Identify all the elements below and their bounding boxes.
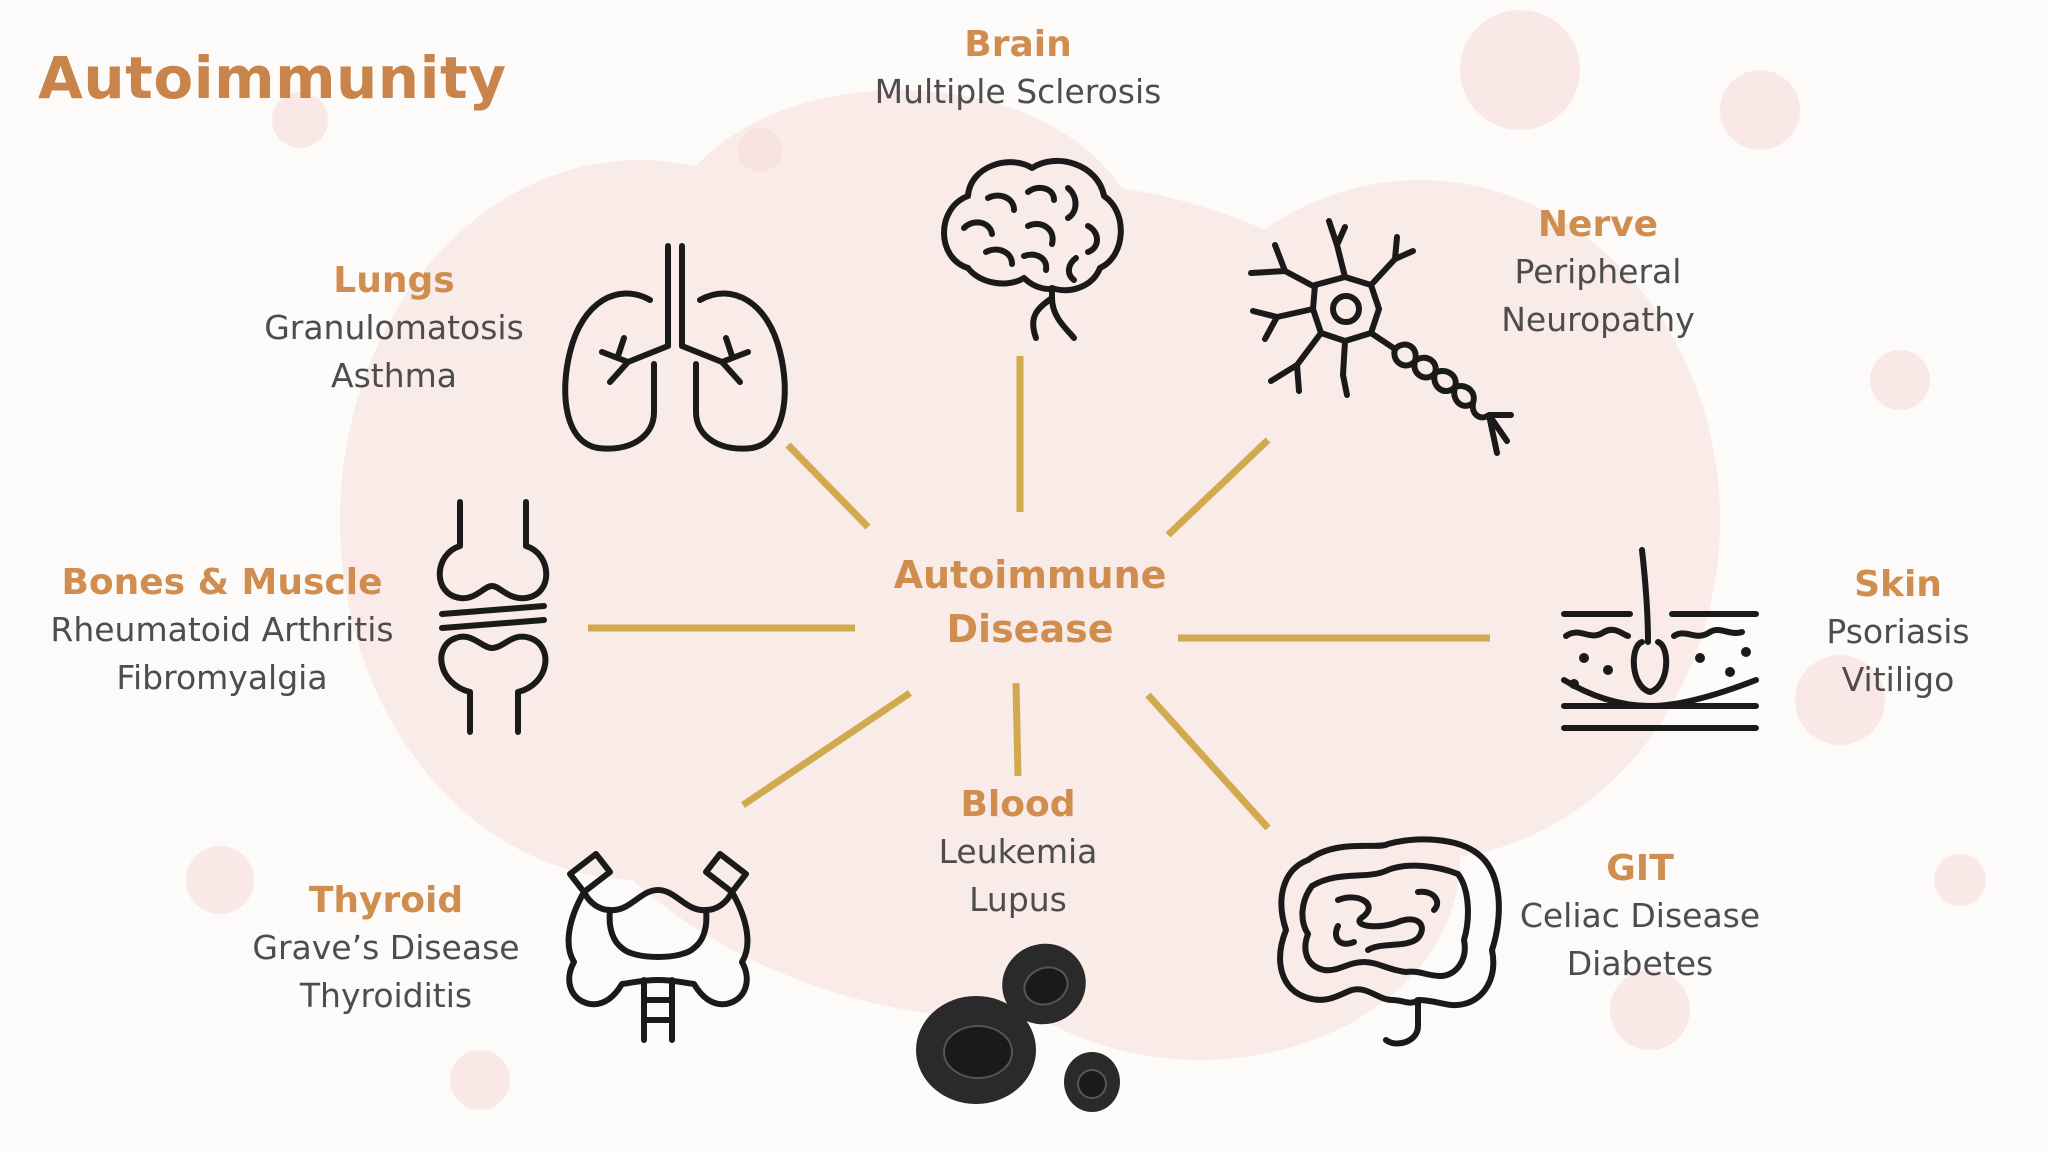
center-label-line2: Disease — [946, 607, 1114, 651]
organ-group-git: GIT Celiac Disease Diabetes — [1520, 846, 1760, 988]
disease-label: Thyroiditis — [299, 976, 473, 1015]
organ-name: Nerve — [1537, 204, 1659, 245]
organ-name: Bones & Muscle — [61, 562, 383, 603]
disease-label: Lupus — [969, 880, 1067, 919]
disease-label: Fibromyalgia — [116, 658, 328, 697]
page-title: Autoimmunity — [38, 44, 507, 112]
intestine-icon — [1268, 830, 1504, 1050]
organ-name: Lungs — [333, 260, 455, 301]
lungs-icon — [558, 242, 792, 452]
disease-label: Granulomatosis — [264, 308, 524, 347]
disease-label: Celiac Disease — [1519, 896, 1761, 935]
thyroid-icon — [560, 850, 756, 1046]
connector-thyroid — [741, 690, 912, 808]
organ-group-skin: Skin Psoriasis Vitiligo — [1826, 562, 1969, 704]
disease-label: Neuropathy — [1501, 300, 1695, 339]
disease-label: Asthma — [330, 356, 457, 395]
knee-joint-icon — [430, 498, 556, 736]
disease-label: Grave’s Disease — [252, 928, 520, 967]
center-label: Autoimmune Disease — [880, 548, 1180, 656]
organ-name: Brain — [964, 24, 1072, 65]
disease-label: Psoriasis — [1826, 612, 1970, 651]
neuron-icon — [1245, 215, 1515, 485]
disease-label: Peripheral — [1514, 252, 1682, 291]
disease-label: Diabetes — [1566, 944, 1714, 983]
organ-group-bones: Bones & Muscle Rheumatoid Arthritis Fibr… — [50, 560, 393, 702]
organ-group-nerve: Nerve Peripheral Neuropathy — [1501, 202, 1695, 344]
center-label-line1: Autoimmune — [893, 553, 1167, 597]
organ-name: GIT — [1606, 848, 1674, 889]
connector-nerve — [1165, 437, 1271, 538]
organ-name: Skin — [1854, 564, 1942, 605]
connector-lungs — [785, 442, 871, 530]
connector-git — [1145, 692, 1271, 831]
organ-group-thyroid: Thyroid Grave’s Disease Thyroiditis — [252, 878, 519, 1020]
organ-name: Thyroid — [308, 880, 464, 921]
disease-label: Vitiligo — [1841, 660, 1955, 699]
organ-group-lungs: Lungs Granulomatosis Asthma — [264, 258, 524, 400]
organ-name: Blood — [960, 784, 1076, 825]
organ-group-brain: Brain Multiple Sclerosis — [875, 22, 1162, 116]
brain-icon — [928, 148, 1128, 344]
connector-blood — [1012, 682, 1022, 777]
disease-label: Multiple Sclerosis — [874, 72, 1162, 111]
disease-label: Rheumatoid Arthritis — [50, 610, 394, 649]
disease-label: Leukemia — [938, 832, 1098, 871]
blood-cells-icon — [914, 940, 1124, 1120]
skin-hair-follicle-icon — [1560, 546, 1760, 734]
organ-group-blood: Blood Leukemia Lupus — [939, 782, 1098, 924]
